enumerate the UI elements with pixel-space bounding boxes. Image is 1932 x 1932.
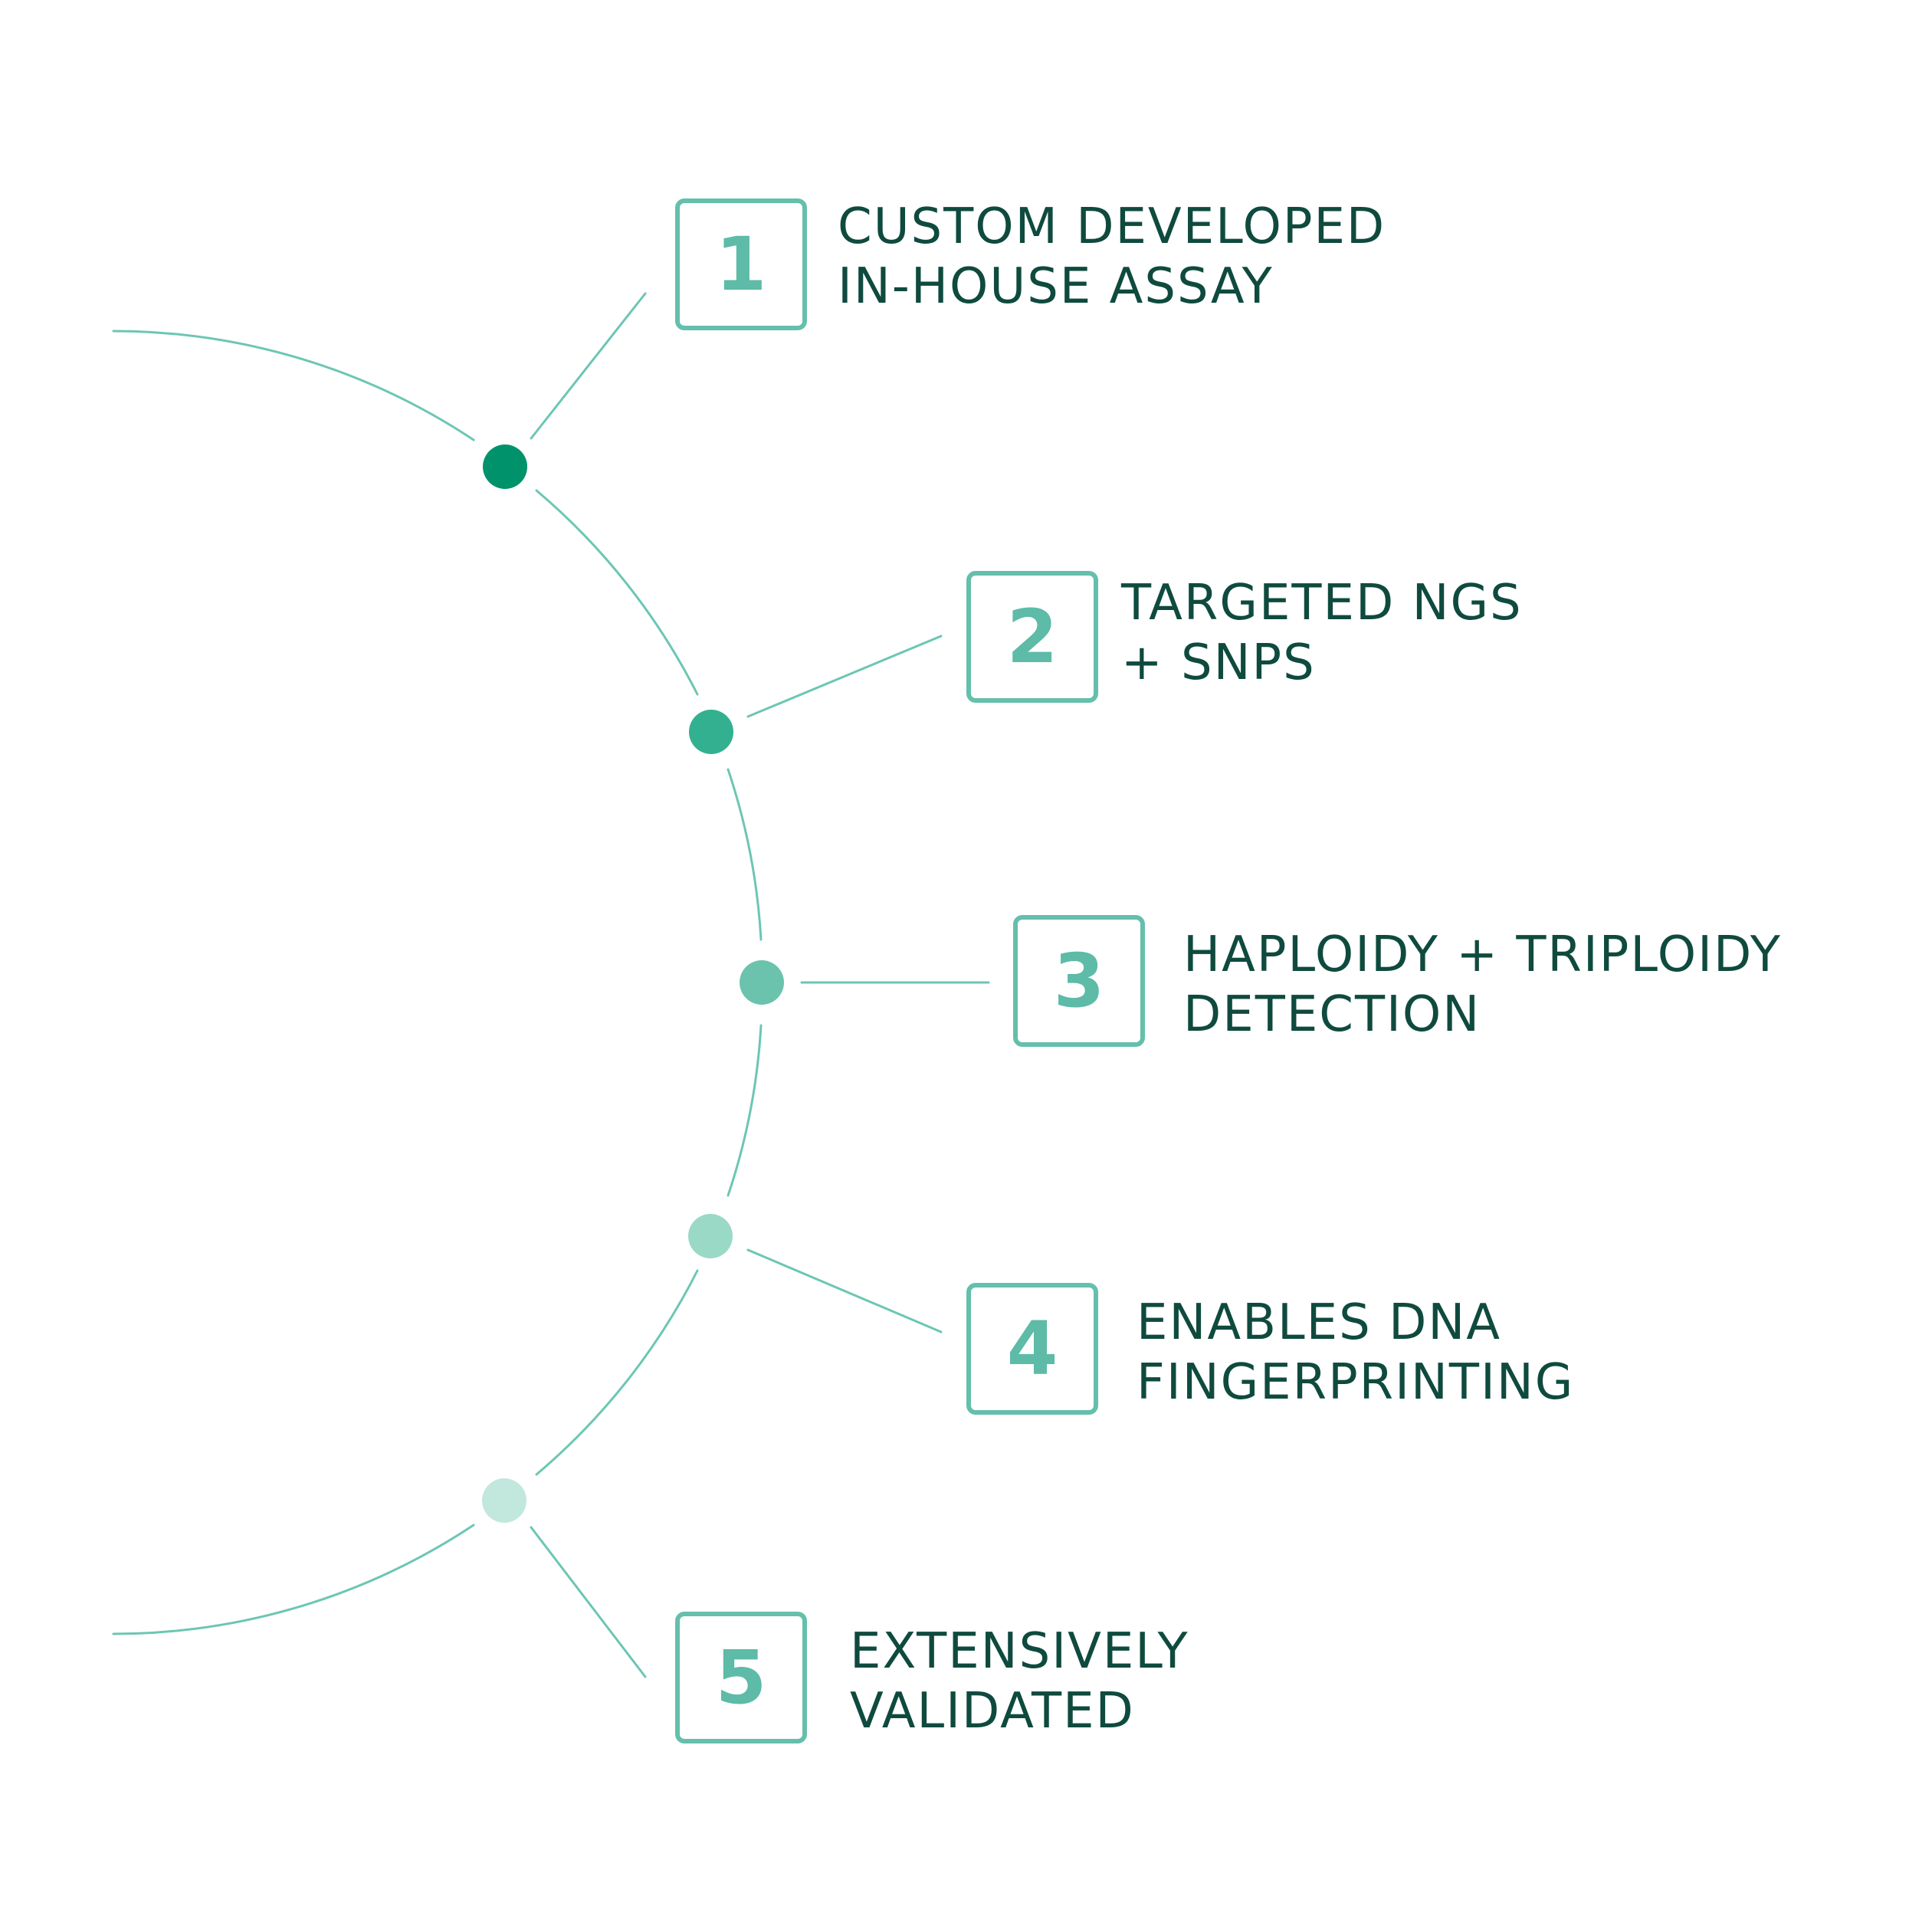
step-2-label-line1: TARGETED NGS	[1121, 575, 1523, 631]
arc-segment-top	[112, 330, 475, 441]
connector-line-2	[746, 635, 943, 718]
step-1-label-line2: IN-HOUSE ASSAY	[838, 258, 1274, 315]
arc-segment-2-3	[727, 768, 763, 941]
step-4-number: 4	[1006, 1306, 1058, 1392]
step-4-number-box: 4	[966, 1283, 1098, 1415]
step-5-label-line2: VALIDATED	[850, 1683, 1135, 1740]
step-5-label-line1: EXTENSIVELY	[850, 1623, 1189, 1680]
step-4-label-line2: FINGERPRINTING	[1137, 1354, 1575, 1411]
connector-line-5	[530, 1526, 647, 1678]
step-1-label: CUSTOM DEVELOPED IN-HOUSE ASSAY	[838, 197, 1386, 317]
step-dot-3	[740, 960, 784, 1005]
step-5-number-box: 5	[675, 1612, 807, 1743]
step-2-label: TARGETED NGS + SNPS	[1121, 573, 1523, 693]
step-1-label-line1: CUSTOM DEVELOPED	[838, 198, 1386, 255]
step-5-number: 5	[715, 1635, 767, 1720]
step-2: 2 TARGETED NGS + SNPS	[966, 571, 1523, 703]
arc-segment-4-5	[535, 1269, 699, 1476]
step-5-label: EXTENSIVELY VALIDATED	[850, 1622, 1189, 1741]
step-dot-2	[689, 710, 733, 754]
step-dot-1	[483, 444, 527, 489]
step-2-number: 2	[1006, 594, 1058, 680]
arc-segment-bottom	[112, 1524, 475, 1635]
step-4-label: ENABLES DNA FINGERPRINTING	[1137, 1293, 1574, 1412]
step-1-number: 1	[715, 221, 767, 307]
arc-segment-1-2	[535, 489, 699, 696]
step-dot-4	[688, 1214, 733, 1258]
step-1: 1 CUSTOM DEVELOPED IN-HOUSE ASSAY	[675, 198, 1386, 330]
step-dot-5	[482, 1478, 526, 1523]
arc-segment-3-4	[727, 1024, 763, 1197]
step-3-label-line2: DETECTION	[1183, 986, 1481, 1043]
connector-line-4	[746, 1248, 943, 1333]
step-5: 5 EXTENSIVELY VALIDATED	[675, 1612, 1189, 1743]
step-3-label: HAPLOIDY + TRIPLOIDY DETECTION	[1183, 925, 1782, 1045]
step-3: 3 HAPLOIDY + TRIPLOIDY DETECTION	[1013, 915, 1782, 1047]
step-1-number-box: 1	[675, 198, 807, 330]
step-3-number-box: 3	[1013, 915, 1145, 1047]
step-3-number: 3	[1053, 938, 1105, 1024]
step-2-number-box: 2	[966, 571, 1098, 703]
step-2-label-line2: + SNPS	[1121, 635, 1316, 691]
step-4-label-line1: ENABLES DNA	[1137, 1294, 1501, 1351]
step-3-label-line1: HAPLOIDY + TRIPLOIDY	[1183, 927, 1782, 983]
step-4: 4 ENABLES DNA FINGERPRINTING	[966, 1283, 1574, 1415]
connector-line-1	[530, 292, 647, 440]
